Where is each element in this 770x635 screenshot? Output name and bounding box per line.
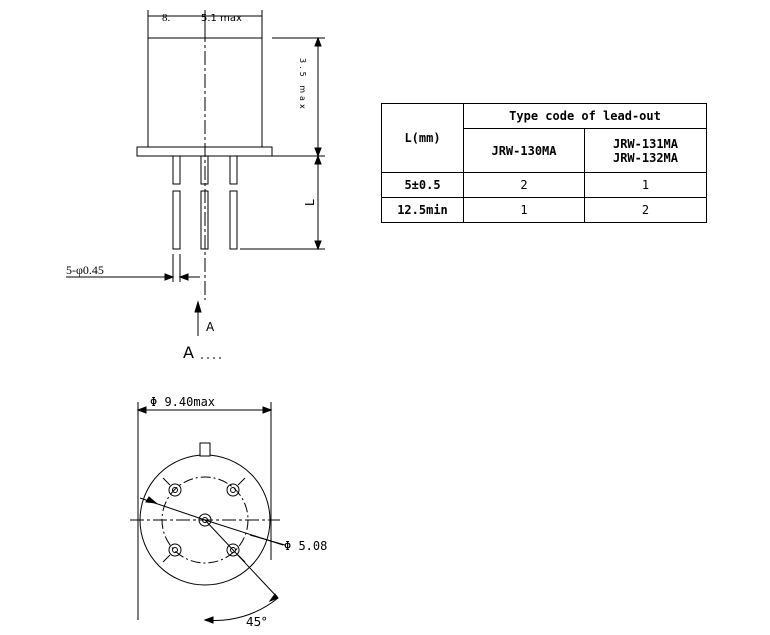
pin-tick — [162, 554, 171, 563]
arrowhead — [314, 154, 322, 165]
lead-out-table: L(mm) Type code of lead-out JRW-130MA JR… — [381, 103, 707, 223]
bottom-view — [130, 402, 286, 624]
pin-tick — [162, 477, 171, 486]
lead-left-upper — [172, 155, 181, 185]
lead-right-upper — [229, 155, 238, 185]
row-value-b: 2 — [584, 197, 707, 223]
arrowhead — [178, 273, 189, 281]
table-row: 12.5min 1 2 — [381, 197, 707, 223]
side-view-labels: 8. 5.1 max 3.5 max L 5-φ0.45 A A — [66, 12, 317, 362]
table-header-group: Type code of lead-out — [463, 103, 707, 129]
lead-right-lower — [229, 190, 238, 250]
arrowhead — [203, 616, 214, 624]
pin-top-right — [226, 483, 240, 497]
table-header-col-b: JRW-131MA JRW-132MA — [584, 128, 707, 173]
lead-left-lower — [172, 190, 181, 250]
arrowhead — [164, 273, 175, 281]
lead-center-lower — [200, 190, 209, 250]
view-arrow-head — [194, 300, 202, 313]
angle-leader — [204, 519, 279, 599]
row-value-b: 1 — [584, 172, 707, 198]
dim-pitch: Φ 5.08 — [284, 539, 327, 553]
arrowhead — [136, 406, 147, 414]
table-row: 5±0.5 2 1 — [381, 172, 707, 198]
side-view — [66, 10, 325, 359]
view-arrow-label: A — [206, 320, 215, 334]
table-header-length: L(mm) — [381, 103, 464, 173]
arrowhead — [145, 496, 158, 504]
dim-lead-length: L — [303, 199, 317, 206]
pitch-leader-tail — [249, 534, 286, 546]
pin-bottom-right — [226, 543, 240, 557]
col-b-line2: JRW-132MA — [612, 150, 679, 165]
dim-top-right: 5.1 max — [201, 13, 242, 24]
pin-bottom-left — [168, 543, 182, 557]
view-label: A — [183, 343, 194, 362]
row-value-a: 2 — [463, 172, 585, 198]
row-length: 12.5min — [381, 197, 464, 223]
row-value-a: 1 — [463, 197, 585, 223]
arrowhead — [262, 406, 273, 414]
table-header-col-a: JRW-130MA — [463, 128, 585, 173]
row-length: 5±0.5 — [381, 172, 464, 198]
arrowhead — [314, 240, 322, 251]
pin-tick — [237, 477, 246, 486]
dim-outer: Φ 9.40max — [150, 395, 215, 409]
dim-pin-diameter: 5-φ0.45 — [66, 263, 104, 277]
bottom-view-labels: Φ 9.40max Φ 5.08 45° — [150, 395, 327, 629]
arrowhead — [268, 593, 279, 603]
lead-center-upper — [200, 155, 209, 185]
arrowhead — [314, 36, 322, 47]
dim-top-left: 8. — [162, 12, 171, 24]
dim-angle: 45° — [246, 615, 267, 629]
orientation-tab — [199, 442, 211, 457]
arrowhead — [314, 147, 322, 158]
col-b-line1: JRW-131MA — [612, 136, 679, 151]
dim-height: 3.5 max — [298, 58, 307, 112]
pin-top-left — [168, 483, 182, 497]
